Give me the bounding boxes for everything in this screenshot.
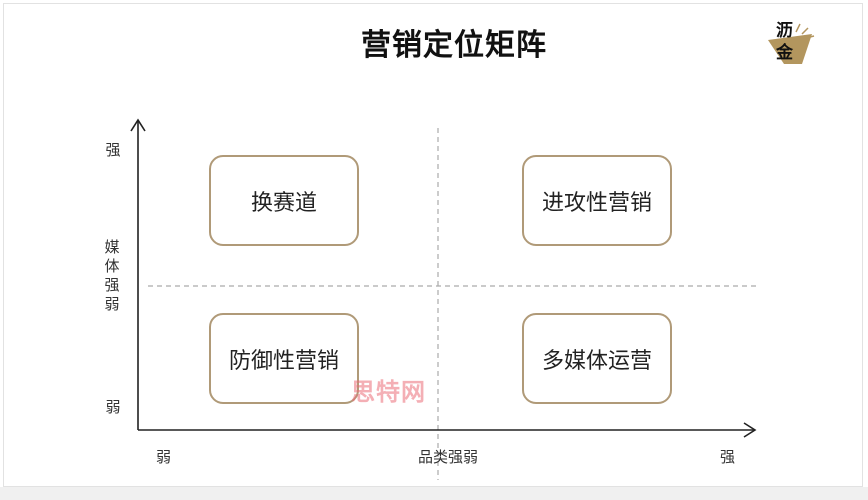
- logo: 沥 金: [762, 14, 818, 66]
- y-axis-title: 媒体强弱: [104, 238, 120, 313]
- quadrant-top-right: 进攻性营销: [522, 155, 672, 246]
- x-axis-arrow-icon: [743, 422, 757, 438]
- x-axis-low-label: 弱: [156, 448, 172, 466]
- logo-char-1: 沥: [776, 21, 793, 41]
- bottom-bar: [0, 487, 868, 500]
- quadrant-label: 换赛道: [250, 190, 317, 216]
- slide-frame: [3, 3, 863, 487]
- logo-char-2: 金: [776, 43, 793, 63]
- quadrant-bottom-right: 多媒体运营: [522, 313, 672, 404]
- y-axis-arrow-icon: [130, 118, 146, 132]
- y-axis-high-label: 强: [105, 141, 121, 159]
- page-title: 营销定位矩阵: [361, 28, 547, 63]
- y-axis-low-label: 弱: [105, 398, 121, 416]
- quadrant-label: 进攻性营销: [541, 190, 652, 216]
- x-axis-high-label: 强: [720, 448, 736, 466]
- quadrant-label: 防御性营销: [228, 348, 339, 374]
- quadrant-top-left: 换赛道: [209, 155, 359, 246]
- x-axis-title: 品类强弱: [418, 448, 479, 466]
- quadrant-bottom-left: 防御性营销: [209, 313, 359, 404]
- quadrant-label: 多媒体运营: [541, 348, 652, 374]
- logo-shape-icon: [768, 23, 815, 64]
- watermark: 思特网: [351, 378, 426, 406]
